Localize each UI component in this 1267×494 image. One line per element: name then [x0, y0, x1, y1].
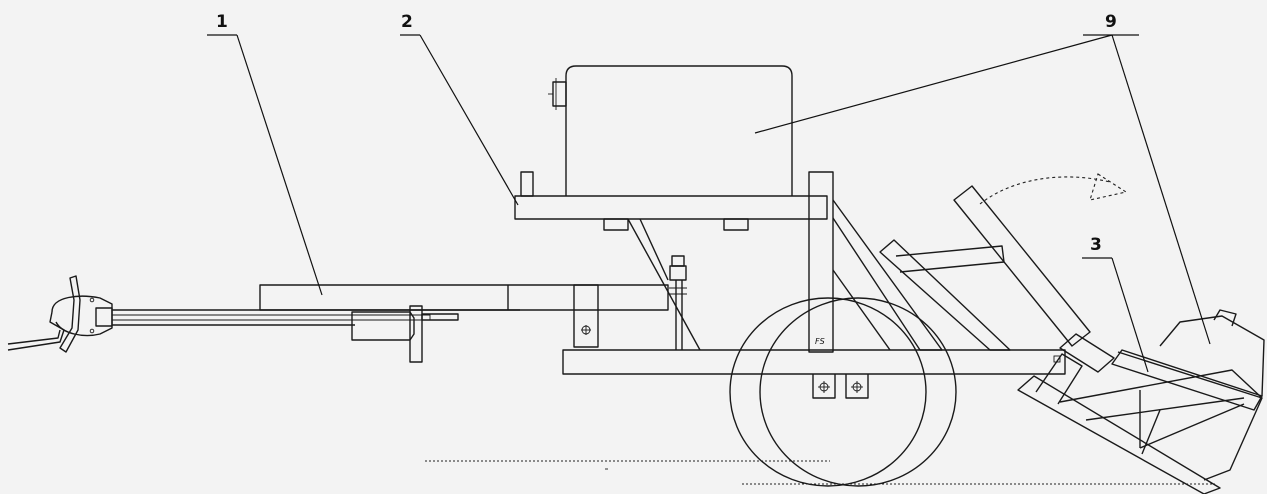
callout-leaders	[207, 34, 1211, 373]
callout-label-3: 3	[1090, 235, 1102, 255]
lower-frame: FS	[562, 337, 1066, 399]
adjusting-screw	[669, 255, 687, 350]
linkage-arms	[832, 185, 1115, 373]
hitch-coupling	[7, 275, 113, 353]
main-beam	[259, 284, 669, 348]
tilt-direction-arrow	[979, 173, 1128, 205]
drawbar	[112, 309, 520, 326]
wheels	[729, 297, 957, 487]
upper-platform	[514, 171, 828, 351]
rear-hopper	[1017, 309, 1265, 494]
callout-label-2: 2	[401, 12, 413, 32]
callout-label-1: 1	[216, 12, 228, 32]
ground-lines	[425, 460, 1215, 485]
drive-cylinder	[351, 305, 459, 363]
vertical-post	[808, 171, 834, 353]
frame-marking: FS	[815, 337, 825, 346]
callout-label-9: 9	[1105, 12, 1117, 32]
tank	[548, 65, 793, 196]
